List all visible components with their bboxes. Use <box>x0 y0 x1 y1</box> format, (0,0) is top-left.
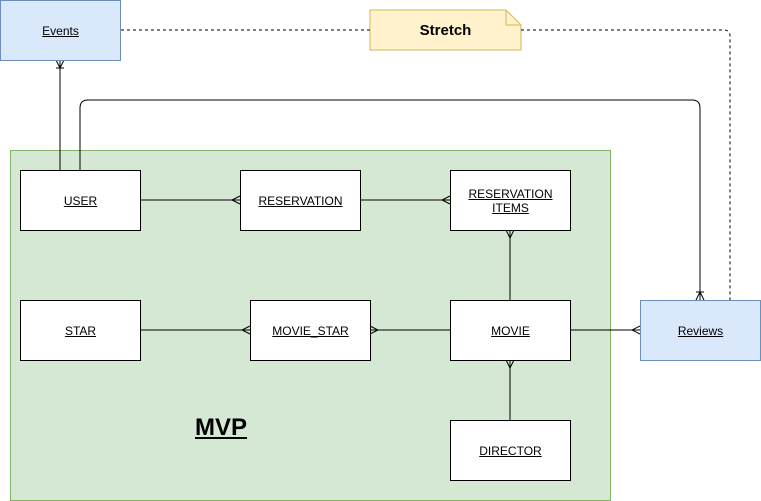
crowfoot-reviews-left <box>630 325 641 335</box>
stretch-note-shape <box>369 9 522 51</box>
mvp-label: MVP <box>195 414 248 441</box>
entity-reservation-items[interactable]: RESERVATION ITEMS <box>450 170 571 231</box>
stretch-note-label: Stretch <box>419 21 472 39</box>
stretch-note-fold <box>505 10 521 26</box>
crowfoot-moviestar-right <box>369 325 380 335</box>
crowfoot-moviestar-left <box>240 325 251 335</box>
dashed-stretch-reviews <box>521 29 731 300</box>
entity-director[interactable]: DIRECTOR <box>450 420 571 481</box>
crowfoot-movie-bottom <box>505 359 515 370</box>
crowfoot-events <box>55 59 65 70</box>
crowfoot-reservation-items <box>440 195 451 205</box>
crowfoot-reservation <box>230 195 241 205</box>
crowfoot-items-bottom <box>505 229 515 240</box>
entity-movie-star[interactable]: MOVIE_STAR <box>250 300 371 361</box>
entity-reservation[interactable]: RESERVATION <box>240 170 361 231</box>
edge-user-reviews <box>79 99 701 300</box>
entity-events[interactable]: Events <box>0 0 121 61</box>
entity-reviews[interactable]: Reviews <box>640 300 761 361</box>
entity-star[interactable]: STAR <box>20 300 141 361</box>
entity-movie[interactable]: MOVIE <box>450 300 571 361</box>
entity-user[interactable]: USER <box>20 170 141 231</box>
crowfoot-reviews-top <box>695 290 705 301</box>
